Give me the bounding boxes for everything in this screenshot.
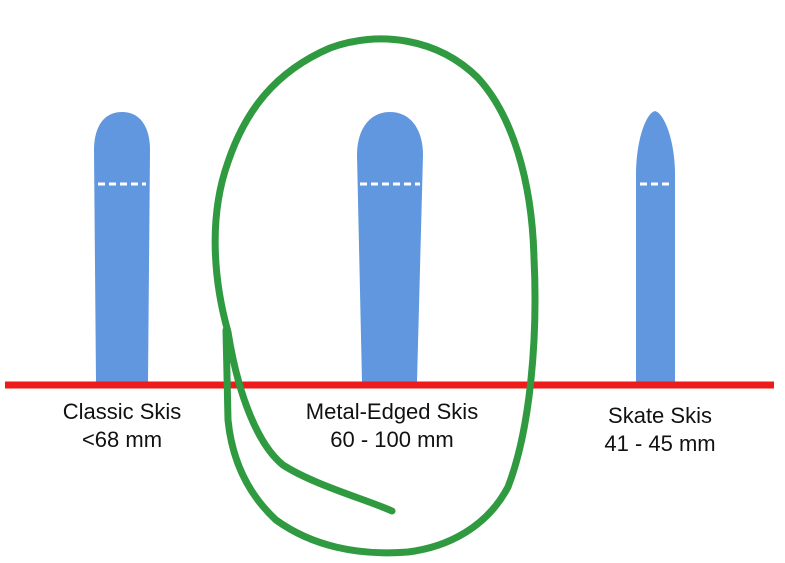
ski-metal-edged (357, 112, 423, 382)
label-classic-width: <68 mm (81, 427, 163, 452)
ski-classic-shape (94, 112, 150, 382)
ski-classic (94, 112, 150, 382)
ski-skate (636, 111, 675, 382)
label-metal-edged-name: Metal-Edged Skis (305, 399, 479, 424)
ski-skate-shape (636, 111, 675, 382)
label-metal-edged: Metal-Edged Skis 60 - 100 mm (262, 398, 522, 454)
label-skate-width: 41 - 45 mm (604, 431, 716, 456)
highlight-circle (211, 35, 539, 557)
label-skate: Skate Skis 41 - 45 mm (560, 402, 760, 458)
label-classic: Classic Skis <68 mm (22, 398, 222, 454)
label-metal-edged-width: 60 - 100 mm (330, 427, 454, 452)
label-skate-name: Skate Skis (608, 403, 712, 428)
label-classic-name: Classic Skis (62, 399, 182, 424)
ski-metal-edged-shape (357, 112, 423, 382)
